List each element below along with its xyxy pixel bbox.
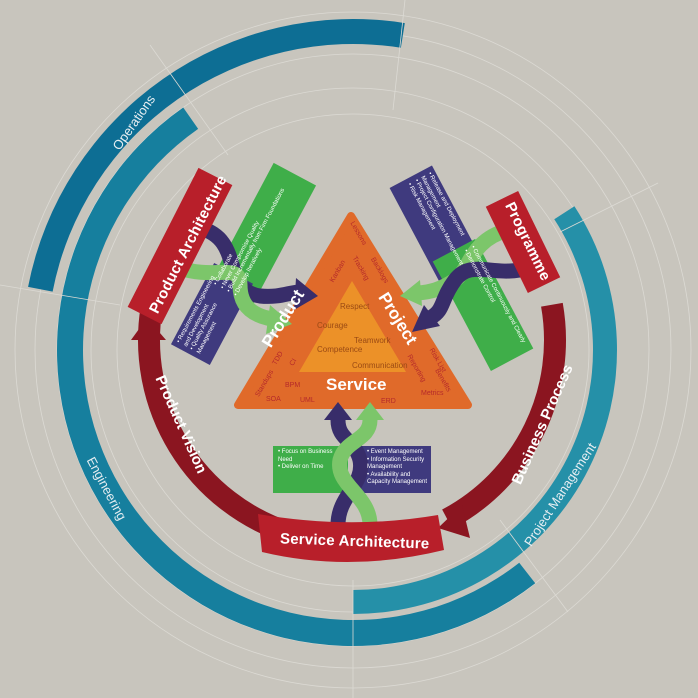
operations-ring [28, 19, 405, 292]
value-competence: Competence [317, 345, 363, 354]
programme-purple-arrow [425, 261, 522, 325]
service-architecture-banner [258, 514, 444, 563]
term-bpm: BPM [285, 382, 301, 389]
principle-item: Focus on Business Need [278, 449, 343, 464]
practice-item: Availability and Capacity Management [367, 472, 429, 487]
product-architecture-banner [127, 167, 233, 325]
practice-item: Event Management [367, 449, 429, 457]
engineering-ring [56, 107, 536, 647]
inner-triangle [299, 281, 406, 372]
service-purple-arrow [330, 419, 369, 526]
term-soa: SOA [266, 396, 281, 403]
value-respect: Respect [340, 302, 370, 311]
product-vision-arc [138, 306, 293, 544]
programme-purple-arrowhead [412, 305, 440, 332]
business-process-arrowhead [438, 505, 470, 538]
principle-item: Deliver on Time [278, 464, 343, 472]
service-green-arrowhead [356, 402, 384, 420]
service-purple-arrowhead [324, 402, 352, 420]
service-principles-text: Focus on Business NeedDeliver on Time [273, 446, 348, 475]
project-management-ring [353, 206, 618, 614]
business-process-arc [442, 302, 566, 529]
service-practices-text: Event ManagementInformation Security Man… [362, 446, 434, 490]
guide-spokes [0, 0, 659, 698]
product-green-arrowhead [266, 305, 292, 334]
term-metrics: Metrics [421, 390, 444, 397]
value-communication: Communication [352, 361, 408, 370]
value-teamwork: Teamwork [354, 336, 391, 345]
programme-green-arrowhead [400, 280, 422, 306]
product-purple-arrow [197, 220, 301, 304]
value-courage: Courage [317, 321, 348, 330]
programme-banner [485, 190, 561, 294]
term-erd: ERD [381, 398, 396, 405]
product-vision-arrowhead [131, 318, 166, 340]
service-label: Service [326, 375, 387, 394]
product-purple-arrowhead [294, 278, 318, 310]
term-uml: UML [300, 397, 315, 404]
practice-item: Information Security Management [367, 457, 429, 472]
